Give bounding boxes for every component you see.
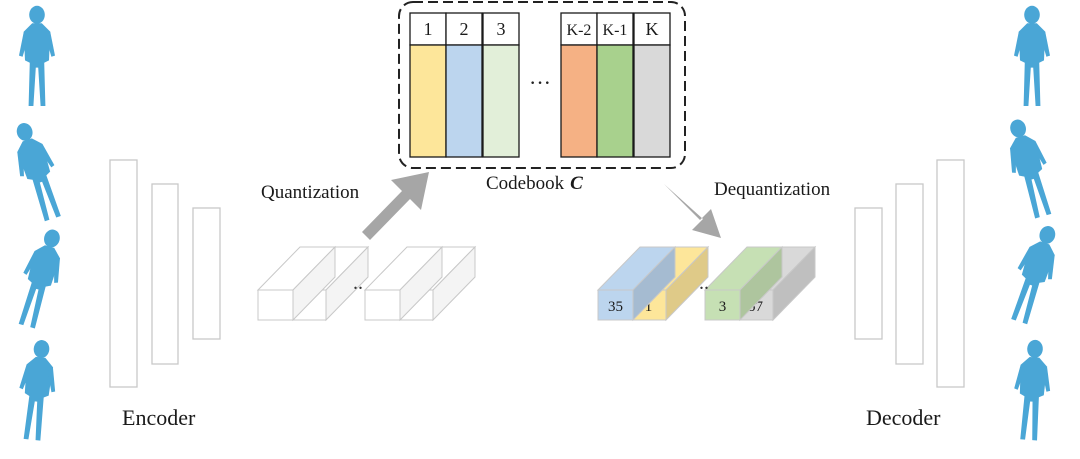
latent-token-3 [363, 245, 444, 322]
codebook-ellipsis: ··· [529, 70, 551, 95]
token-front-face [364, 289, 401, 321]
quantized-token-index: 3 [719, 299, 727, 315]
token-front-face [257, 289, 294, 321]
encoder-layer-2 [151, 183, 179, 365]
token-front-face [704, 289, 741, 321]
codebook-index-cell [560, 12, 598, 46]
decoder-layer-3 [936, 159, 965, 388]
dequantization-arrow [660, 180, 721, 238]
codebook-entry-2: 2 [445, 12, 483, 158]
output-pose-1 [1014, 5, 1050, 107]
codebook-vector [409, 44, 447, 158]
dequantization-label: Dequantization [714, 179, 831, 200]
codebook-vector [633, 44, 671, 158]
quantized-token-1: 35 [596, 245, 677, 322]
codebook-vector [445, 44, 483, 158]
codebook-index-label: 2 [460, 19, 469, 39]
codebook-entry-5: K-1 [596, 12, 634, 158]
codebook-symbol: C [570, 173, 583, 194]
codebook-vector [560, 44, 598, 158]
codebook-index-label: K-1 [603, 22, 628, 39]
codebook-entry-1: 1 [409, 12, 447, 158]
input-motion-poses [4, 5, 72, 442]
encoder-label: Encoder [122, 405, 196, 430]
input-pose-4 [14, 338, 61, 442]
quantization-arrow [362, 172, 429, 240]
quantized-token-index: 35 [608, 299, 623, 315]
input-pose-1 [19, 5, 55, 107]
codebook-index-label: 3 [497, 19, 506, 39]
codebook-index-cell [633, 12, 671, 46]
latent-token-1 [256, 245, 337, 322]
output-pose-3 [1002, 220, 1068, 328]
encoder-layer-1 [109, 159, 138, 388]
encoder-layer-3 [192, 207, 221, 340]
quantized-token-index: 1 [645, 299, 653, 315]
codebook-index-label: K [646, 19, 659, 39]
codebook-vector [482, 44, 520, 158]
input-pose-3 [9, 224, 72, 332]
codebook-entry-6: K [633, 12, 671, 158]
codebook-title-text: Codebook [486, 173, 565, 194]
latent-ellipsis: .. [353, 272, 363, 294]
codebook-index-cell [445, 12, 483, 46]
output-pose-2 [998, 114, 1061, 222]
codebook-border [398, 1, 686, 169]
codebook-entries: 1 2 3 K-2 K-1 K [409, 12, 671, 158]
output-motion-poses [998, 5, 1068, 442]
output-pose-4 [1010, 338, 1054, 442]
token-front-face [597, 289, 634, 321]
codebook-vector [596, 44, 634, 158]
decoder-label: Decoder [866, 405, 941, 430]
decoder-layer-1 [854, 207, 883, 340]
quantized-token-3: 3 [703, 245, 784, 322]
codebook-index-label: 1 [424, 19, 433, 39]
quantization-label: Quantization [261, 182, 360, 203]
decoder-layers [854, 159, 965, 388]
codebook-index-label: K-2 [567, 22, 592, 39]
continuous-latent-tokens [256, 245, 477, 322]
quantized-ellipsis: .. [699, 272, 709, 294]
encoder-layers [109, 159, 221, 388]
decoder-layer-2 [895, 183, 924, 365]
codebook-index-cell [596, 12, 634, 46]
codebook-entry-3: 3 [482, 12, 520, 158]
codebook-entry-4: K-2 [560, 12, 598, 158]
input-pose-2 [4, 117, 70, 225]
